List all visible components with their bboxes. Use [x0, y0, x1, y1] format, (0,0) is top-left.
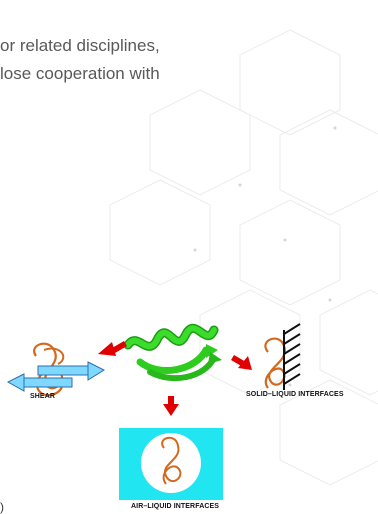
shear-protein-icon [6, 342, 106, 397]
shear-label: SHEAR [30, 393, 56, 400]
body-text-line-2: lose cooperation with [0, 64, 160, 83]
air-interface-icon [119, 428, 223, 500]
solid-interface-icon [264, 323, 301, 390]
protein-interfaces-figure [6, 323, 301, 500]
native-protein-icon [123, 323, 222, 382]
cropped-character: ) [0, 500, 4, 514]
arrow-icon [98, 341, 252, 416]
solid-liquid-label: SOLID–LIQUID INTERFACES [246, 391, 344, 398]
air-liquid-label: AIR–LIQUID INTERFACES [131, 503, 220, 510]
body-text-line-1: or related disciplines, [0, 36, 160, 55]
